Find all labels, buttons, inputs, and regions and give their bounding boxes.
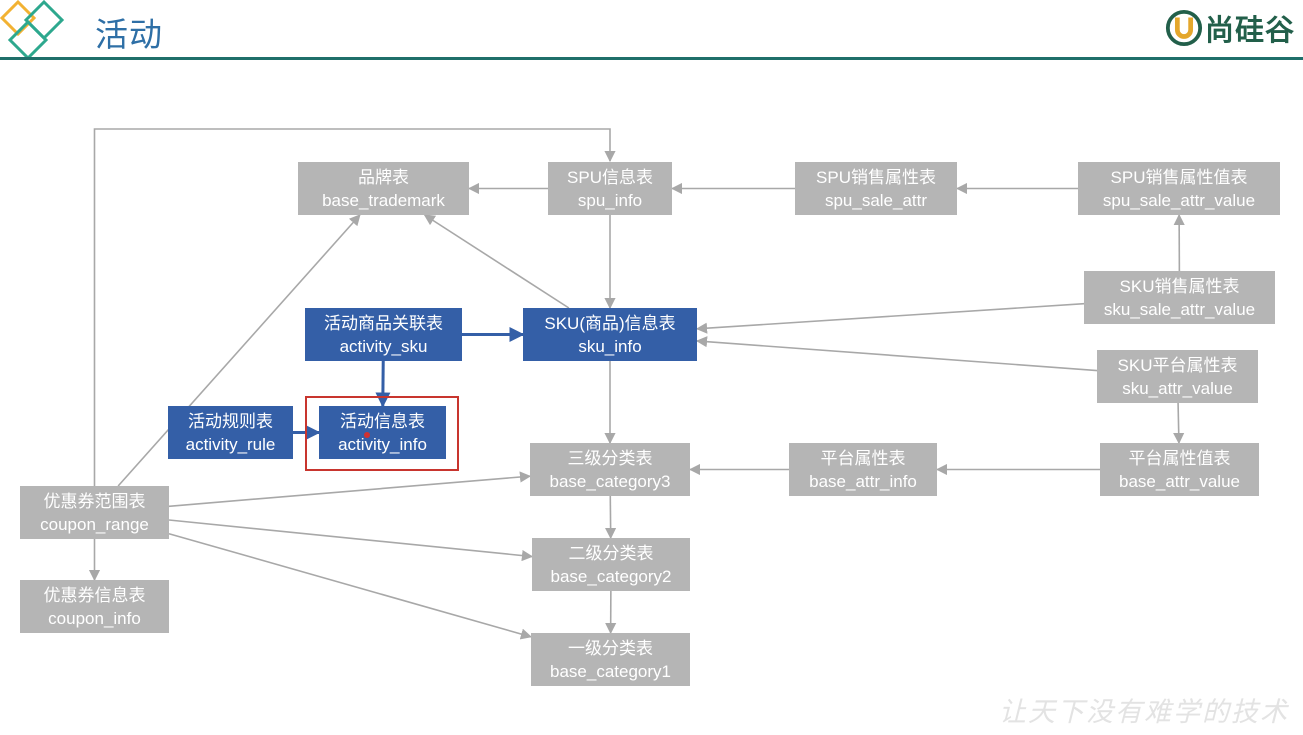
node-title: 优惠券范围表 (43, 491, 146, 511)
table-node-spu-sale-attr: SPU销售属性表 spu_sale_attr (795, 162, 957, 215)
edge-coupon-range-to-base-category1 (168, 532, 533, 640)
table-node-sku-info: SKU(商品)信息表 sku_info (523, 308, 697, 361)
node-title: SKU(商品)信息表 (544, 313, 676, 333)
node-table-name: base_category1 (550, 661, 671, 681)
node-table-name: spu_sale_attr_value (1102, 190, 1256, 210)
table-node-base-attr-value: 平台属性值表 base_attr_value (1100, 443, 1259, 496)
edge-coupon-range-to-base-category3 (168, 471, 532, 508)
node-table-name: coupon_info (48, 608, 141, 628)
edge-sku-info-to-base-trademark (423, 214, 570, 309)
node-title: 活动商品关联表 (324, 313, 443, 333)
logo-diamond-icon (0, 0, 65, 58)
highlight-frame (305, 396, 459, 471)
node-title: 活动信息表 (340, 411, 425, 431)
node-table-name: activity_sku (339, 336, 428, 356)
node-title: 平台属性表 (820, 448, 906, 468)
node-table-name: sku_info (578, 336, 642, 356)
table-node-coupon-info: 优惠券信息表 coupon_info (20, 580, 169, 633)
table-node-base-category2: 二级分类表 base_category2 (532, 538, 690, 591)
edge-sku-attr-value-to-sku-info (695, 336, 1098, 372)
brand-u-icon (1165, 9, 1203, 47)
table-node-base-category3: 三级分类表 base_category3 (530, 443, 690, 496)
node-title: 品牌表 (358, 167, 409, 187)
node-table-name: base_trademark (322, 190, 445, 210)
node-table-name: sku_attr_value (1122, 378, 1233, 398)
node-title: SKU销售属性表 (1119, 276, 1240, 296)
edge-coupon-range-to-base-trademark (117, 214, 361, 487)
node-title: 二级分类表 (568, 543, 654, 563)
node-table-name: base_attr_info (809, 471, 917, 491)
edge-sku-attr-value-to-base-attr-value (1173, 402, 1185, 445)
brand-name: 尚硅谷 (1204, 13, 1295, 47)
brand-logo: 尚硅谷 (1165, 6, 1295, 50)
header-divider (0, 57, 1303, 60)
node-table-name: spu_info (577, 190, 643, 210)
table-node-activity-info: 活动信息表 activity_info (319, 406, 446, 459)
table-node-base-trademark: 品牌表 base_trademark (298, 162, 469, 215)
table-node-base-category1: 一级分类表 base_category1 (531, 633, 690, 686)
node-title: 平台属性值表 (1128, 448, 1231, 468)
table-node-base-attr-info: 平台属性表 base_attr_info (789, 443, 937, 496)
table-node-activity-sku: 活动商品关联表 activity_sku (305, 308, 462, 361)
edge-coupon-range-to-base-category2 (168, 519, 534, 562)
page-title: 活动 (95, 15, 163, 54)
node-title: SPU销售属性表 (816, 167, 936, 187)
node-title: 活动规则表 (188, 411, 273, 431)
node-table-name: sku_sale_attr_value (1103, 299, 1256, 319)
node-title: 优惠券信息表 (43, 585, 146, 605)
slogan-watermark: 让天下没有难学的技术 (999, 697, 1289, 728)
edge-coupon-range-to-spu-info (93, 128, 616, 486)
table-node-spu-info: SPU信息表 spu_info (548, 162, 672, 215)
node-title: SPU销售属性值表 (1110, 167, 1248, 187)
table-node-coupon-range: 优惠券范围表 coupon_range (20, 486, 169, 539)
node-title: SPU信息表 (567, 167, 653, 187)
node-table-name: coupon_range (40, 514, 149, 534)
table-node-sku-sale-attr-value: SKU销售属性表 sku_sale_attr_value (1084, 271, 1275, 324)
table-node-sku-attr-value: SKU平台属性表 sku_attr_value (1097, 350, 1258, 403)
table-node-activity-rule: 活动规则表 activity_rule (168, 406, 293, 459)
edge-sku-sale-attr-value-to-sku-info (695, 302, 1085, 334)
node-title: 三级分类表 (567, 448, 653, 468)
node-table-name: base_category2 (550, 566, 672, 586)
node-title: 一级分类表 (568, 638, 653, 658)
node-table-name: base_category3 (549, 471, 671, 491)
node-table-name: base_attr_value (1119, 471, 1240, 491)
node-table-name: spu_sale_attr (824, 190, 928, 210)
table-node-spu-sale-attr-value: SPU销售属性值表 spu_sale_attr_value (1078, 162, 1280, 215)
node-table-name: activity_rule (185, 434, 276, 454)
node-table-name: activity_info (338, 434, 427, 454)
node-title: SKU平台属性表 (1117, 355, 1238, 375)
pointer-dot (364, 432, 370, 438)
